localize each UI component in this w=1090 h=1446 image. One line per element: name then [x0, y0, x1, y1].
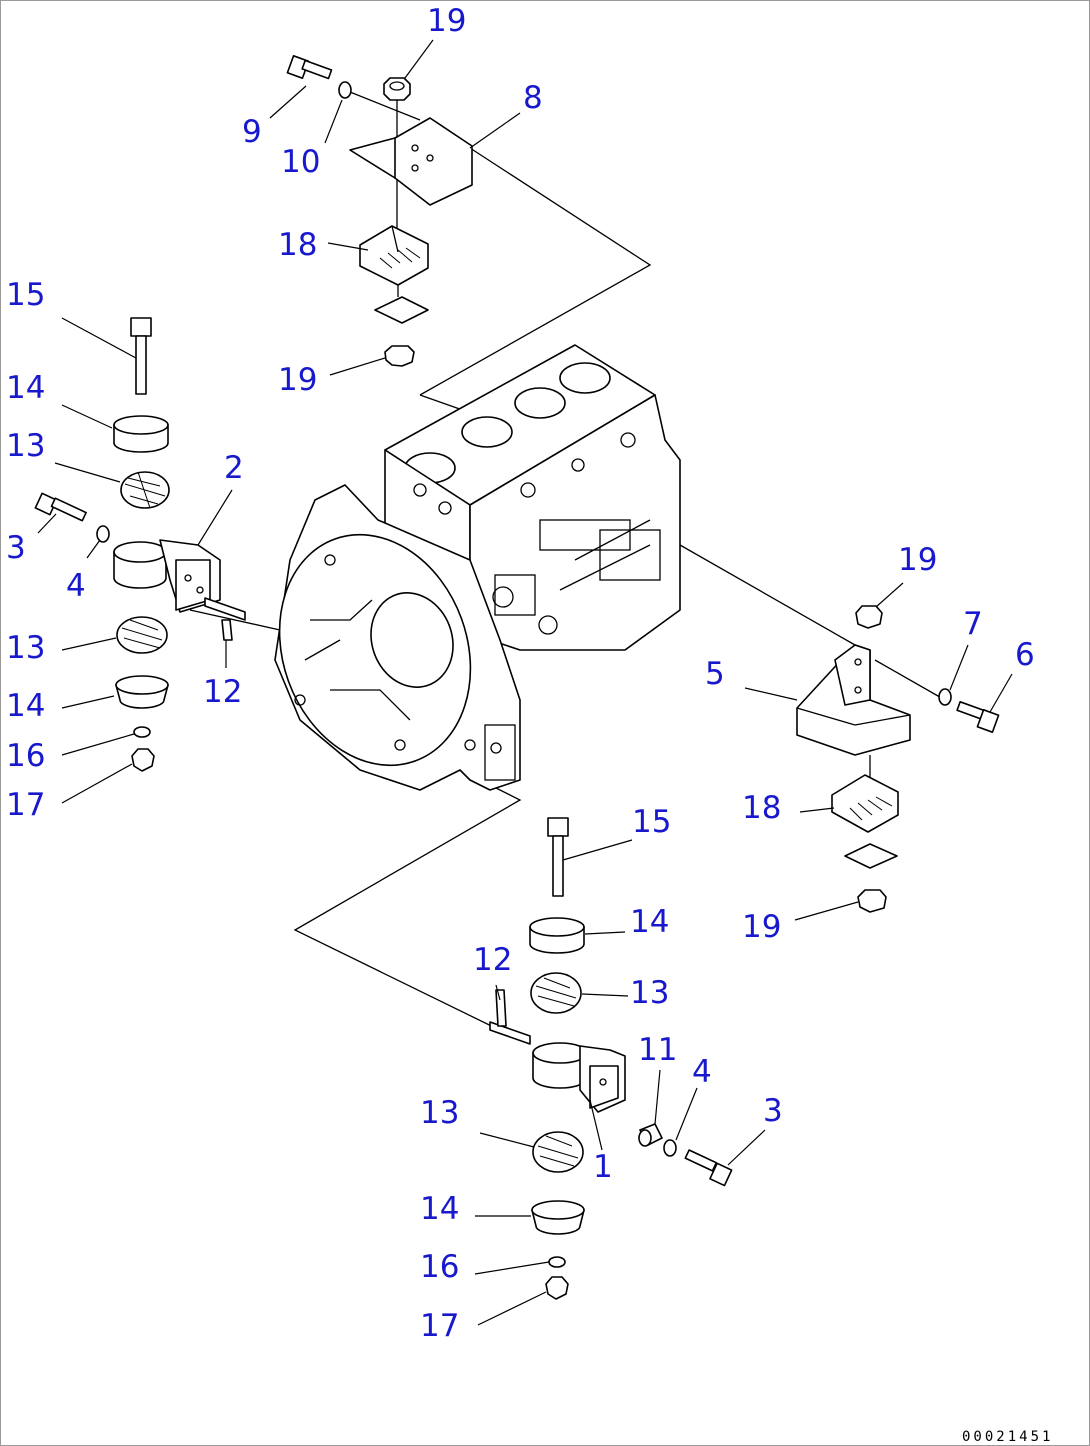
washer-16-left: [133, 726, 151, 738]
engine-block: [384, 344, 681, 651]
washer-7: [938, 688, 952, 706]
washer-16-bottom: [548, 1256, 566, 1268]
washer-4-bottom: [663, 1139, 677, 1157]
nut-17-bottom: [545, 1276, 569, 1300]
bolt-15-left: [130, 317, 152, 395]
washer-4-left: [96, 525, 110, 543]
callout-12-bottom: 12: [473, 942, 512, 978]
bracket-5: [796, 644, 911, 756]
callout-11: 11: [638, 1032, 677, 1068]
callout-14-bottom-b: 14: [420, 1191, 459, 1227]
bottom-mount-group: [489, 817, 733, 1300]
callout-12-left: 12: [203, 674, 242, 710]
nut-19-mid: [384, 345, 415, 367]
bracket-1: [532, 1042, 626, 1113]
callout-13-bottom-b: 13: [420, 1095, 459, 1131]
callout-7: 7: [963, 606, 983, 642]
callout-8: 8: [523, 80, 543, 116]
rubber-13-left-bottom: [116, 616, 168, 654]
left-mount-group: [34, 317, 246, 772]
top-mount-group: [286, 55, 473, 367]
callout-4-bottom: 4: [692, 1054, 712, 1090]
bracket-8: [349, 117, 473, 206]
callout-15-left: 15: [6, 277, 45, 313]
callout-labels: 9 10 19 8 18 19 15 14 13 2 3 4 13 12 14 …: [6, 3, 1035, 1344]
rubber-13-bottom-bottom: [532, 1131, 584, 1173]
cushion-14-bottom-top: [529, 917, 585, 954]
cushion-14-bottom-bottom: [531, 1200, 585, 1235]
collar-11: [638, 1123, 663, 1147]
bracket-2: [113, 539, 221, 613]
cushion-14-left-top: [113, 415, 169, 453]
nut-17-left: [131, 748, 155, 772]
rubber-13-left-top: [120, 471, 170, 509]
callout-13-left-b: 13: [6, 630, 45, 666]
callout-5: 5: [705, 656, 725, 692]
callout-18-right: 18: [742, 790, 781, 826]
nut-19-right-top: [855, 605, 883, 629]
callout-19-top: 19: [427, 3, 466, 39]
right-mount-group: [796, 605, 1000, 913]
stopper-12-left: [204, 597, 246, 641]
plate-18-top: [374, 296, 429, 324]
callout-16-bottom: 16: [420, 1249, 459, 1285]
callout-15-bottom: 15: [632, 804, 671, 840]
bolt-3-bottom: [684, 1149, 733, 1187]
bolt-3-left: [34, 492, 87, 522]
nut-19-right-bottom: [857, 889, 887, 913]
callout-10: 10: [281, 144, 320, 180]
callout-14-left-b: 14: [6, 688, 45, 724]
callout-19-right-a: 19: [898, 542, 937, 578]
callout-4-left: 4: [66, 568, 86, 604]
rubber-mount-18-right: [831, 774, 899, 833]
rubber-13-bottom-top: [530, 972, 582, 1014]
callout-6: 6: [1015, 637, 1035, 673]
callout-13-left-a: 13: [6, 428, 45, 464]
bolt-6: [956, 700, 1000, 733]
callout-16-left: 16: [6, 738, 45, 774]
callout-14-left-a: 14: [6, 370, 45, 406]
callout-18-top: 18: [278, 227, 317, 263]
callout-1: 1: [593, 1149, 613, 1185]
callout-14-bottom-a: 14: [630, 904, 669, 940]
washer-10: [338, 81, 352, 99]
drawing-code: 00021451: [962, 1429, 1053, 1445]
callout-19-mid: 19: [278, 362, 317, 398]
flywheel-housing: [274, 484, 521, 791]
callout-13-bottom-a: 13: [630, 975, 669, 1011]
callout-9: 9: [242, 114, 262, 150]
callout-2: 2: [224, 450, 244, 486]
cushion-14-left-bottom: [115, 675, 169, 709]
callout-3-left: 3: [6, 530, 26, 566]
bolt-15-bottom: [547, 817, 569, 897]
rubber-mount-18-top: [359, 225, 429, 286]
assembly-lines: [189, 91, 946, 1041]
plate-18-right: [844, 843, 898, 869]
bolt-9: [286, 55, 333, 80]
callout-19-right-b: 19: [742, 909, 781, 945]
leader-lines: [37, 39, 1013, 1326]
nut-19-top: [383, 77, 411, 101]
stopper-12-bottom: [489, 989, 531, 1045]
callout-17-bottom: 17: [420, 1308, 459, 1344]
callout-17-left: 17: [6, 787, 45, 823]
callout-3-bottom: 3: [763, 1093, 783, 1129]
